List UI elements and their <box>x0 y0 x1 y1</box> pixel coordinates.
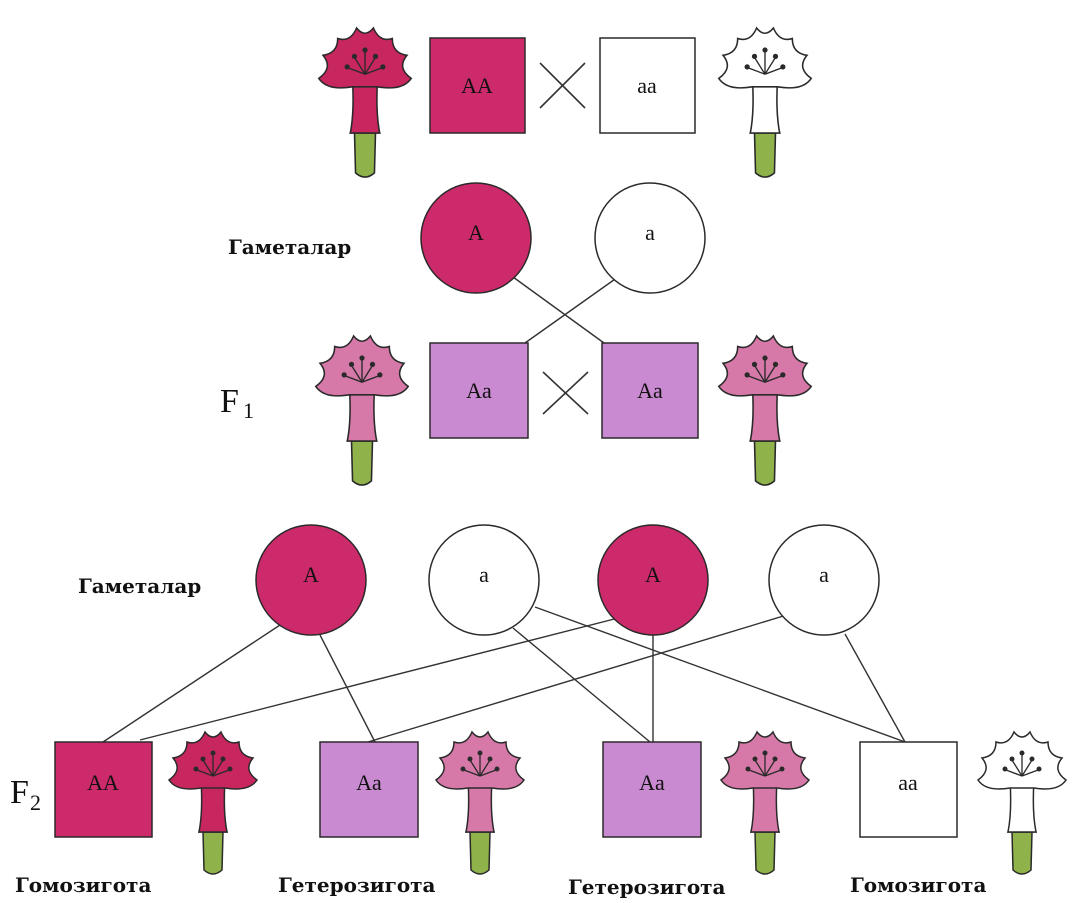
flower-f2-1 <box>168 731 258 875</box>
offspring-f2-4: aa <box>859 741 958 838</box>
connector-line <box>524 276 619 344</box>
genotype-label: Aa <box>639 770 665 795</box>
f2-generation-label: F 2 <box>10 774 41 815</box>
flower-icon <box>977 731 1067 875</box>
gamete-connectors <box>102 276 906 743</box>
genotype-box-f1-left: Aa <box>429 342 529 439</box>
flower-icon <box>720 731 810 875</box>
genotype-label: Aa <box>356 770 382 795</box>
flower-f2-4 <box>977 731 1067 875</box>
gamete-f1-1: A <box>255 524 367 636</box>
gamete-circle <box>428 524 540 636</box>
offspring-f2-3: Aa <box>602 741 702 838</box>
flower-icon <box>168 731 258 875</box>
genotype-box-f1-right: Aa <box>601 342 699 439</box>
gametes-label-p: Гаметалар <box>228 235 351 259</box>
genotype-label: Aa <box>466 378 492 403</box>
flower-f2-2 <box>435 731 525 875</box>
flower-icon <box>718 335 812 486</box>
f1-label-sub: 1 <box>243 398 254 423</box>
genotype-box-parent-right: aa <box>599 37 696 134</box>
connector-line <box>534 606 906 743</box>
flower-parent-right <box>718 27 812 178</box>
cross-symbol-f1 <box>542 371 589 415</box>
genotype-label: AA <box>87 770 119 795</box>
genotype-square <box>54 741 153 838</box>
gamete-f1-2: a <box>428 524 540 636</box>
genotype-square <box>859 741 958 838</box>
offspring-f2-1: AA <box>54 741 153 838</box>
offspring-f2-2: Aa <box>319 741 419 838</box>
flower-icon <box>315 335 409 486</box>
flower-f1-left <box>315 335 409 486</box>
gamete-allele: A <box>468 220 484 245</box>
gamete-f1-3: A <box>597 524 709 636</box>
genotype-square <box>602 741 702 838</box>
f1-generation-label: F 1 <box>220 383 254 423</box>
f1-label: F <box>220 383 239 420</box>
genotype-label: aa <box>637 73 657 98</box>
connector-line <box>512 276 605 344</box>
flower-icon <box>718 27 812 178</box>
gamete-circle <box>594 182 706 294</box>
genotype-square <box>599 37 696 134</box>
f2-label-sub: 2 <box>30 790 41 815</box>
gamete-circle <box>420 182 532 294</box>
genotype-square <box>429 342 529 439</box>
gamete-circle <box>255 524 367 636</box>
genotype-label: Aa <box>637 378 663 403</box>
genotype-square <box>429 37 526 134</box>
flower-icon <box>318 27 412 178</box>
flower-f2-3 <box>720 731 810 875</box>
zygosity-label-f2-3: Гетерозигота <box>568 875 726 899</box>
connector-line <box>319 634 376 743</box>
zygosity-label-f2-1: Гомозигота <box>15 873 151 897</box>
gamete-p-1: A <box>420 182 532 294</box>
connector-line <box>139 614 631 741</box>
cross-symbol-parents <box>539 62 586 109</box>
flower-f1-right <box>718 335 812 486</box>
connector-line <box>102 624 281 743</box>
zygosity-label-f2-2: Гетерозигота <box>278 873 436 897</box>
genotype-square <box>601 342 699 439</box>
gamete-allele: a <box>645 220 655 245</box>
f2-label: F <box>10 774 29 811</box>
connector-line <box>512 627 651 743</box>
gamete-p-2: a <box>594 182 706 294</box>
gamete-allele: A <box>303 562 319 587</box>
gametes-label-f1: Гаметалар <box>78 574 201 598</box>
genotype-box-parent-left: AA <box>429 37 526 134</box>
genotype-label: AA <box>461 73 493 98</box>
gamete-f1-4: a <box>768 524 880 636</box>
gamete-circle <box>597 524 709 636</box>
gamete-allele: a <box>819 562 829 587</box>
flower-parent-left <box>318 27 412 178</box>
genotype-square <box>319 741 419 838</box>
connector-line <box>367 613 791 743</box>
gamete-circle <box>768 524 880 636</box>
genotype-label: aa <box>898 770 918 795</box>
flower-icon <box>435 731 525 875</box>
connector-line <box>844 633 906 743</box>
zygosity-label-f2-4: Гомозигота <box>850 873 986 897</box>
gamete-allele: a <box>479 562 489 587</box>
gamete-allele: A <box>645 562 661 587</box>
